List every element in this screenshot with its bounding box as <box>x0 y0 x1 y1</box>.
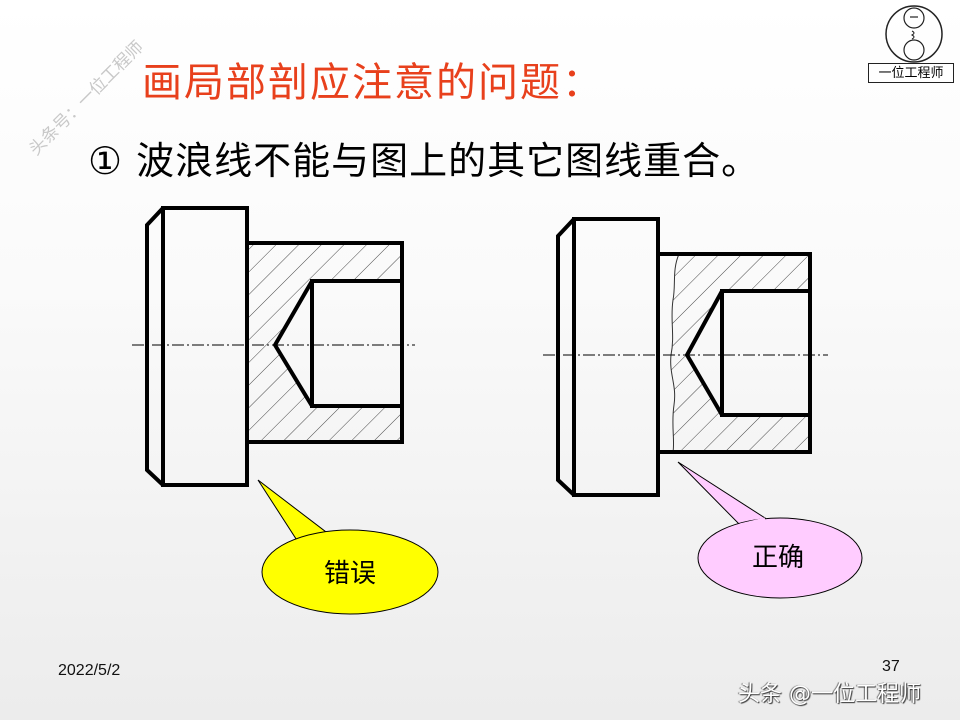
logo-label: 一位工程师 <box>868 63 954 83</box>
flange-chamfer <box>556 217 576 497</box>
page-number: 37 <box>882 658 900 675</box>
logo-emblem <box>885 5 943 63</box>
hatch-region <box>670 254 810 452</box>
callout-right-label: 正确 <box>752 543 804 573</box>
flange <box>161 206 249 487</box>
callout-wrong: 错误 <box>257 479 439 615</box>
callout-right: 正确 <box>677 461 863 599</box>
flange <box>572 217 660 497</box>
point-text: ① 波浪线不能与图上的其它图线重合。 <box>88 139 761 183</box>
slide-date: 2022/5/2 <box>58 662 121 679</box>
drawing-correct <box>543 217 828 497</box>
boss <box>658 252 812 454</box>
hatch-region <box>247 243 402 442</box>
callout-wrong-label: 错误 <box>324 559 376 589</box>
slide-title: 画局部剖应注意的问题： <box>142 60 604 106</box>
drawing-wrong <box>132 206 415 487</box>
boss <box>247 241 404 444</box>
credit-watermark: 头条 @一位工程师 <box>738 682 921 707</box>
flange-chamfer <box>145 206 165 487</box>
